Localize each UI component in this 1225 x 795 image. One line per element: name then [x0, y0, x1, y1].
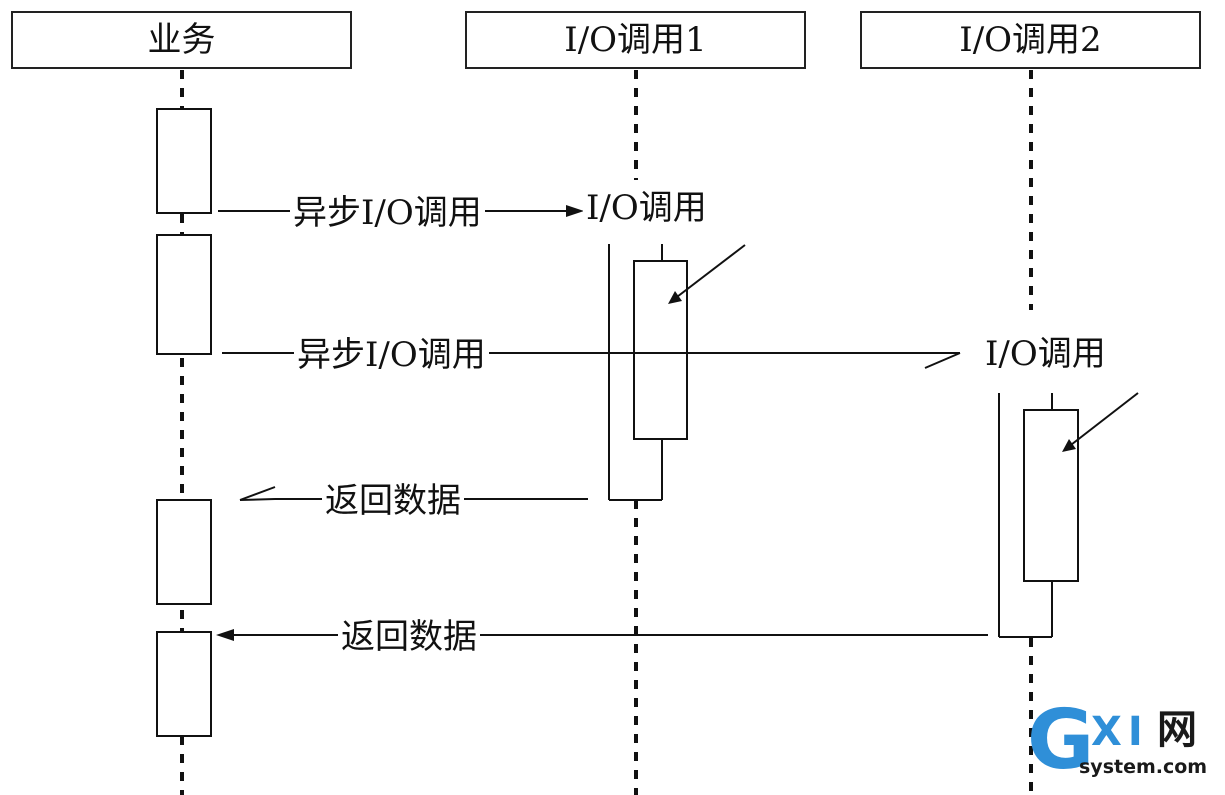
- io2-inner-box: [1023, 409, 1079, 582]
- activation-business-1: [156, 108, 212, 214]
- lifeline-head-io1: I/O调用1: [465, 11, 806, 69]
- msg-return-2-arrowhead: [216, 629, 234, 641]
- msg-async-1-arrowhead: [566, 205, 584, 217]
- lifeline-head-io2: I/O调用2: [860, 11, 1201, 69]
- activation-bars: [156, 108, 212, 737]
- io1-pointer-arrowhead: [668, 291, 682, 304]
- msg-async-1-label: 异步I/O调用: [290, 196, 485, 230]
- activation-business-2: [156, 234, 212, 355]
- watermark-g-icon: G: [1027, 693, 1095, 788]
- watermark-domain: system.com: [1079, 756, 1208, 778]
- watermark-logo: G XI 网 system.com: [1025, 700, 1221, 792]
- activation-business-4: [156, 631, 212, 737]
- msg-return-2-label: 返回数据: [338, 620, 480, 654]
- watermark-xi-icon: XI: [1091, 709, 1149, 755]
- io1-call-label: I/O调用: [583, 191, 710, 225]
- io1-processing: [608, 244, 746, 501]
- lifeline-head-business: 业务: [11, 11, 352, 69]
- lifeline-head-label: I/O调用1: [564, 20, 707, 60]
- message-lines: [218, 210, 988, 636]
- watermark-suffix: 网: [1157, 707, 1197, 753]
- lifeline-head-label: 业务: [147, 20, 216, 60]
- io2-processing: [998, 392, 1139, 638]
- io2-call-label: I/O调用: [982, 337, 1109, 371]
- lifeline-dashes: [180, 70, 1033, 795]
- lifeline-head-label: I/O调用2: [959, 20, 1102, 60]
- activation-business-3: [156, 499, 212, 605]
- io2-pointer-arrowhead: [1062, 439, 1076, 452]
- msg-async-2-label: 异步I/O调用: [294, 338, 489, 372]
- msg-return-1-label: 返回数据: [322, 484, 464, 518]
- io1-inner-box: [633, 260, 688, 440]
